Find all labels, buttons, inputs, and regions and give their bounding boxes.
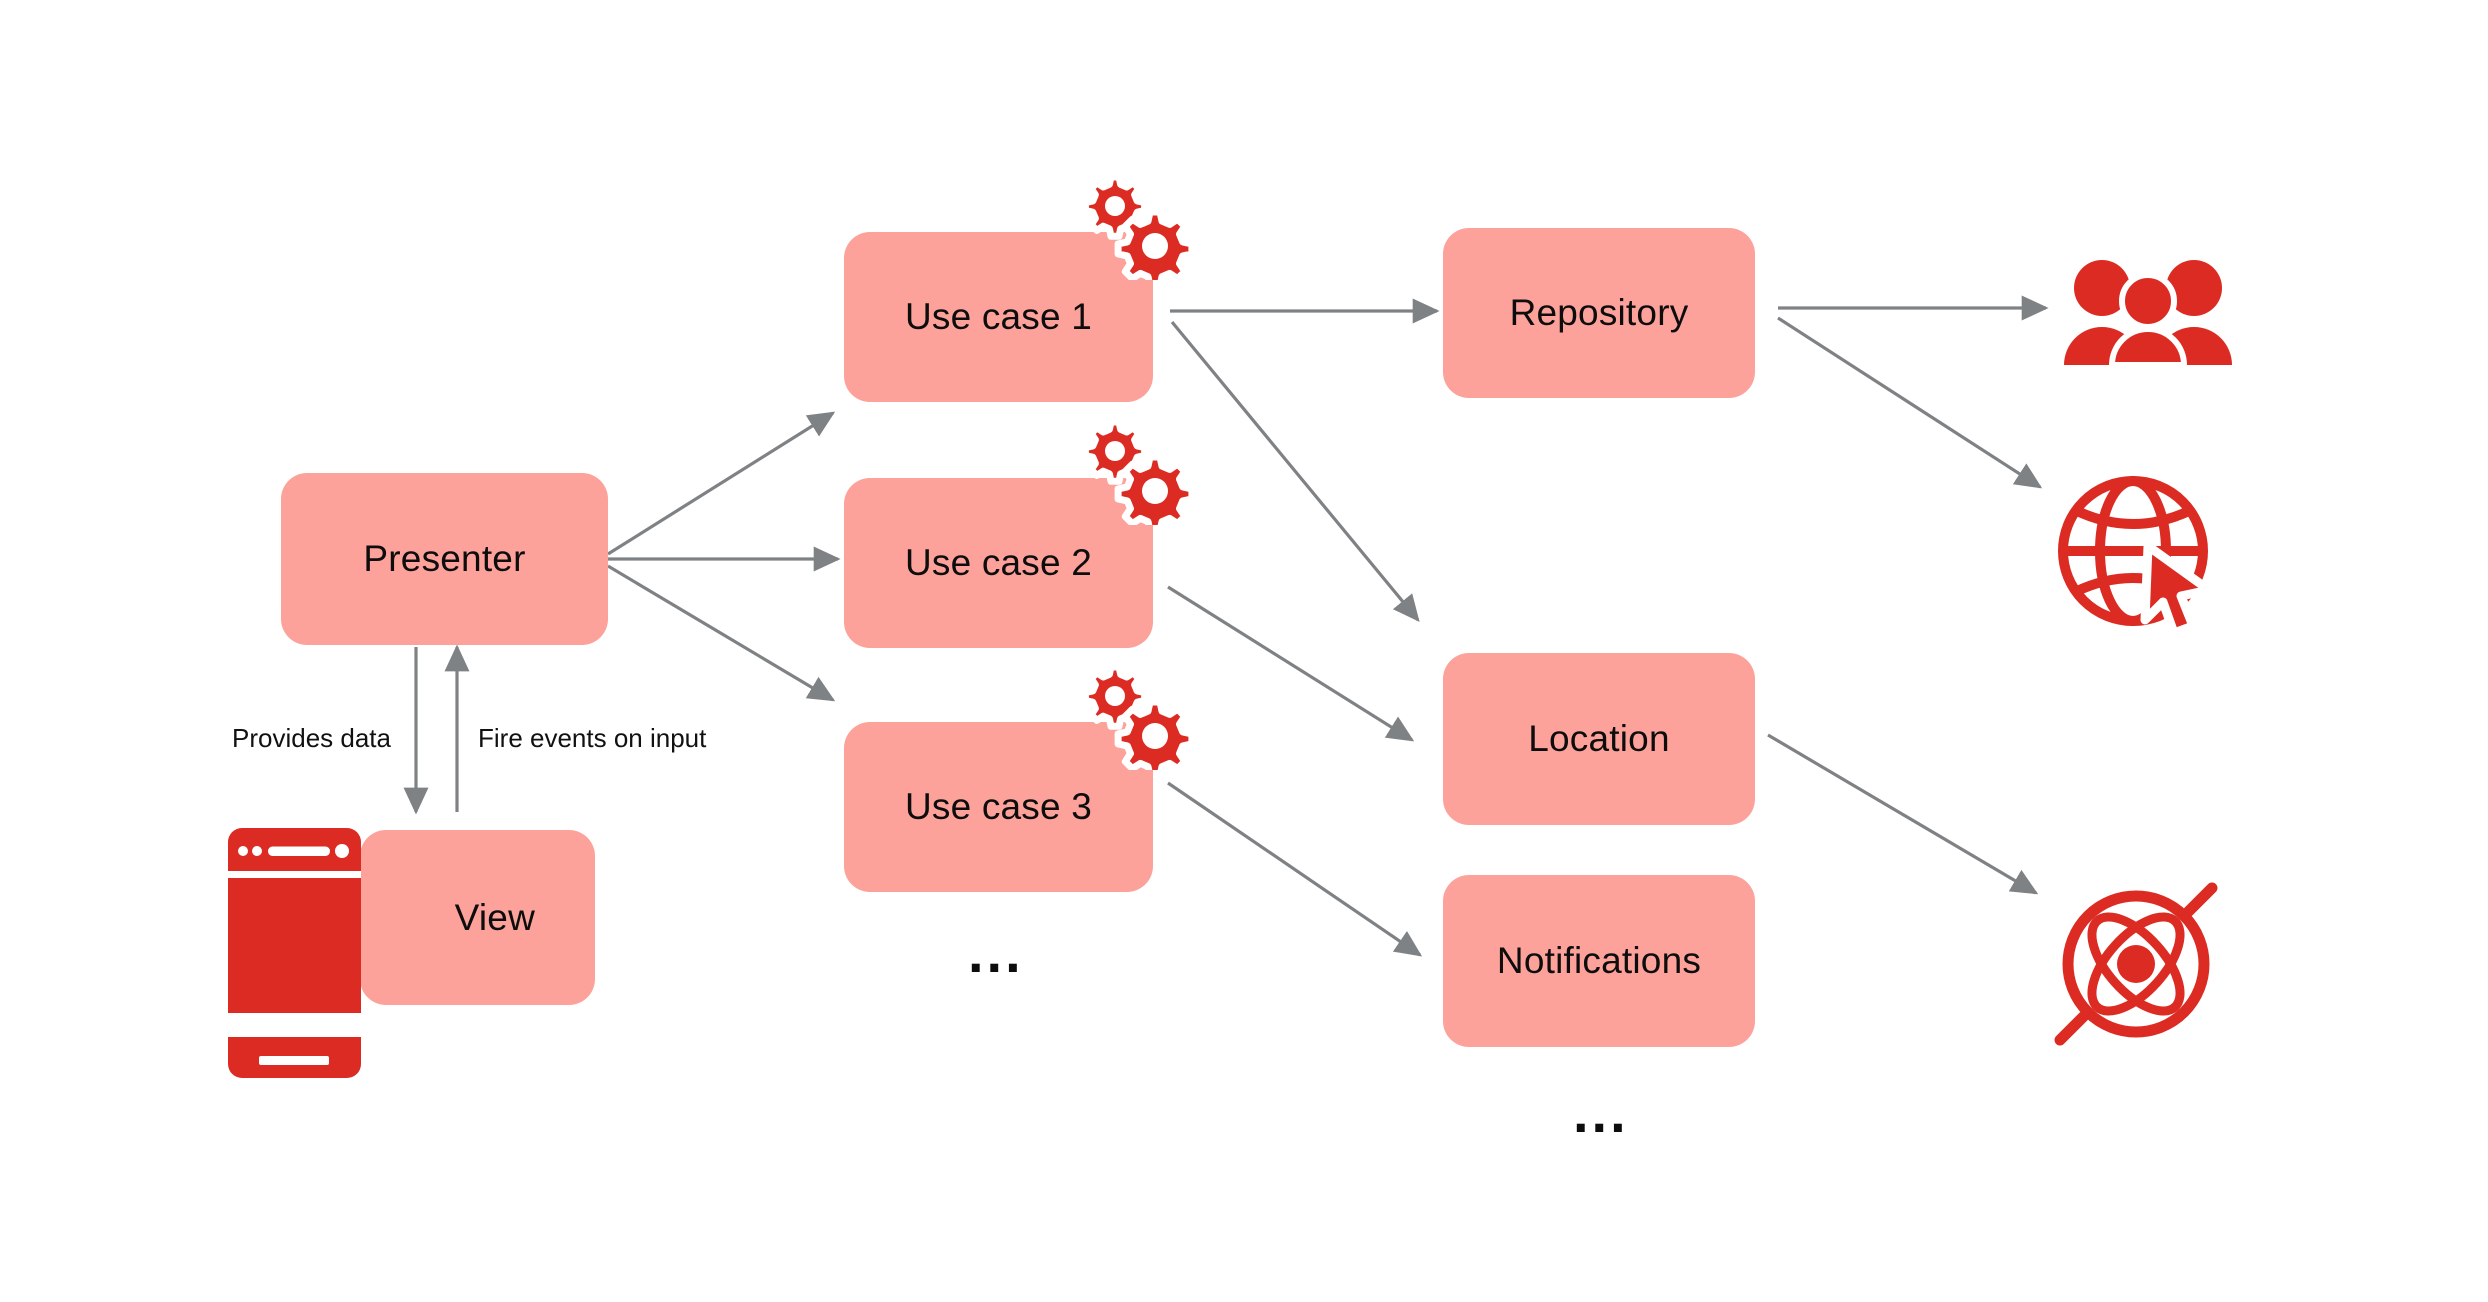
edge-location-to-atom [1767, 733, 2039, 895]
edge-usecase2-to-location [1167, 585, 1415, 742]
node-presenter-label: Presenter [363, 538, 526, 579]
node-view-label: View [454, 896, 535, 938]
node-notifications-label: Notifications [1496, 940, 1702, 981]
edge-label-fire-events: Fire events on input [478, 723, 707, 753]
node-use-case-3-label: Use case 3 [904, 786, 1093, 827]
edge-presenter-to-usecase1 [607, 411, 836, 556]
node-use-case-3[interactable]: Use case 3 [844, 722, 1153, 892]
edge-usecase1-to-location [1170, 320, 1420, 622]
ellipsis-use-cases: ... [968, 921, 1024, 984]
globe-cursor-icon [2053, 474, 2233, 638]
node-use-case-1-label: Use case 1 [904, 296, 1093, 337]
atom-icon [2048, 882, 2228, 1047]
smartphone-icon [227, 827, 362, 1079]
node-location-label: Location [1528, 718, 1670, 759]
people-group-icon [2062, 253, 2234, 368]
node-presenter[interactable]: Presenter [281, 473, 608, 645]
node-use-case-2-label: Use case 2 [904, 542, 1093, 583]
edge-usecase3-to-notifications [1167, 781, 1423, 957]
edge-presenter-to-usecase3 [607, 564, 836, 702]
edge-label-provides-data: Provides data [232, 723, 391, 753]
ellipsis-services: ... [1573, 1081, 1629, 1144]
node-repository[interactable]: Repository [1443, 228, 1755, 398]
node-use-case-2[interactable]: Use case 2 [844, 478, 1153, 648]
node-location[interactable]: Location [1443, 653, 1755, 825]
node-notifications[interactable]: Notifications [1443, 875, 1755, 1047]
node-repository-label: Repository [1509, 292, 1689, 333]
edge-repository-to-globe [1777, 316, 2043, 489]
node-view[interactable]: View [360, 830, 595, 1005]
node-use-case-1[interactable]: Use case 1 [844, 232, 1153, 402]
